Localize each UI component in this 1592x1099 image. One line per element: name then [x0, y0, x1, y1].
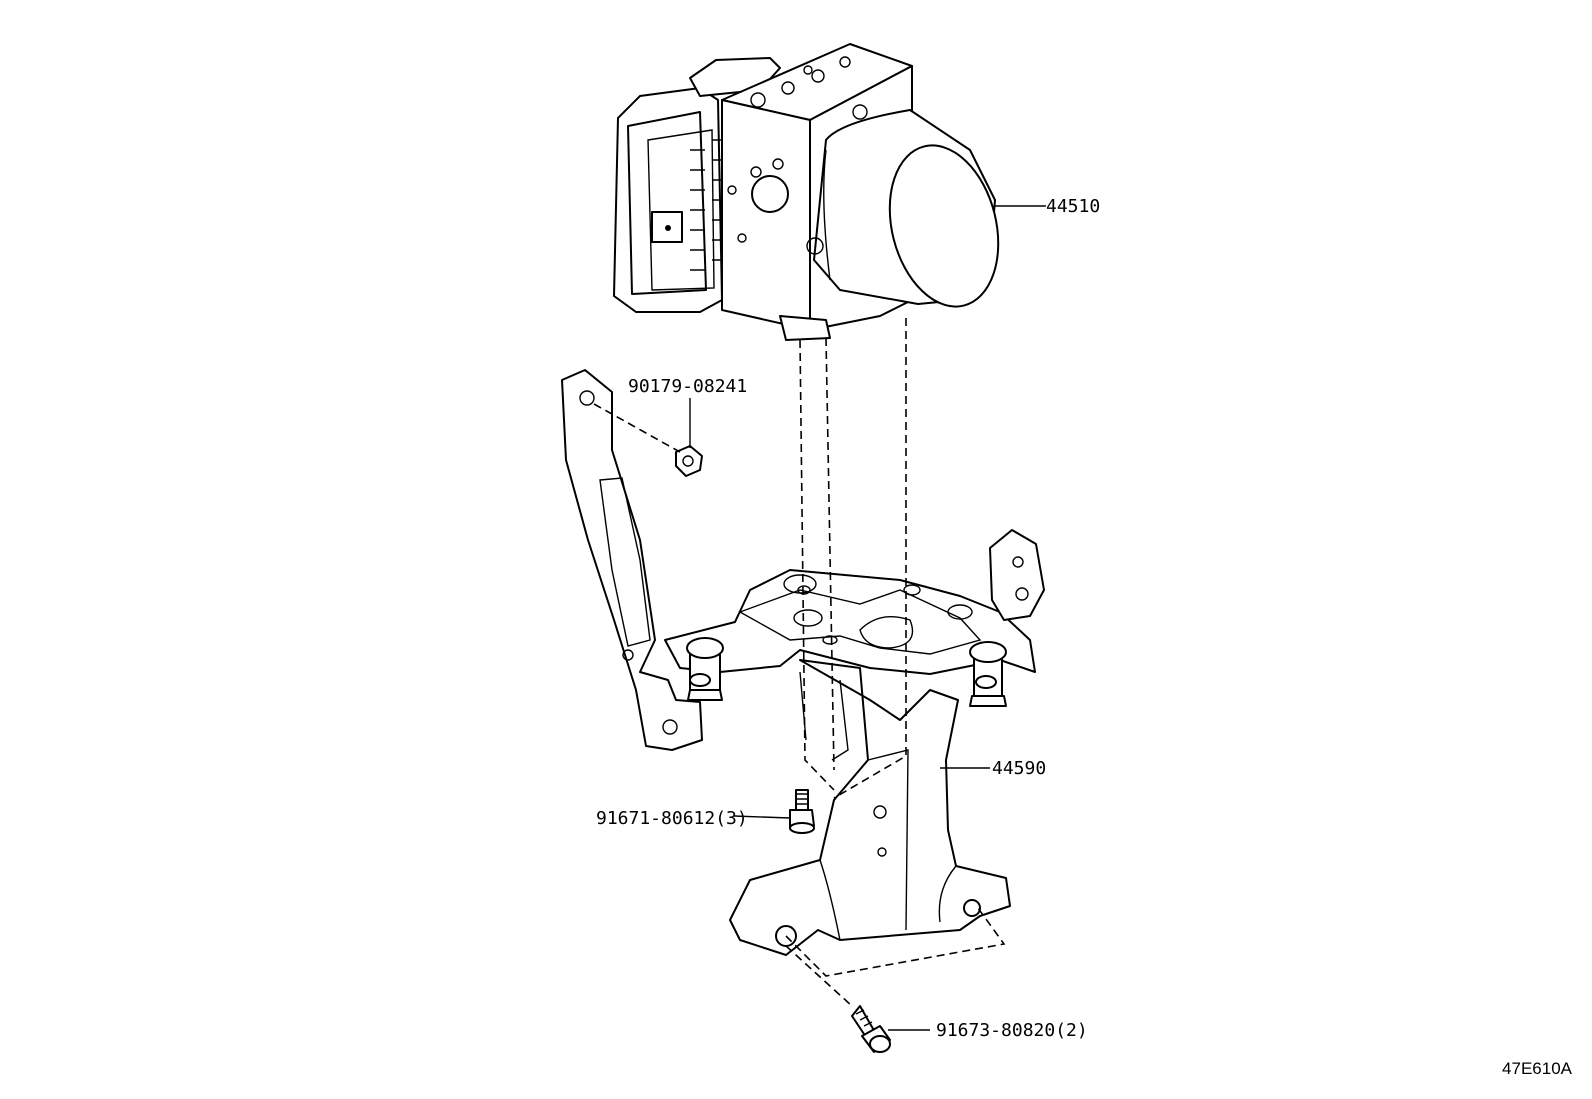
- nut-icon[interactable]: [675, 445, 703, 477]
- part-number-91673-80820: 91673-80820(2): [936, 1020, 1088, 1041]
- callout-leaders: [689, 205, 1046, 1031]
- diagram-reference-code: 47E610A: [1502, 1059, 1573, 1078]
- part-number-91671-80612: 91671-80612(3): [596, 808, 748, 829]
- part-number-44510: 44510: [1046, 196, 1100, 217]
- abs-actuator-icon[interactable]: [613, 43, 1014, 341]
- bracket-icon[interactable]: [561, 369, 1045, 956]
- part-number-44590: 44590: [992, 758, 1046, 779]
- alignment-lines: [593, 318, 1006, 1007]
- bolt-icon[interactable]: [851, 1005, 891, 1053]
- bolt-icon[interactable]: [789, 789, 815, 834]
- part-number-90179-08241: 90179-08241: [628, 376, 747, 397]
